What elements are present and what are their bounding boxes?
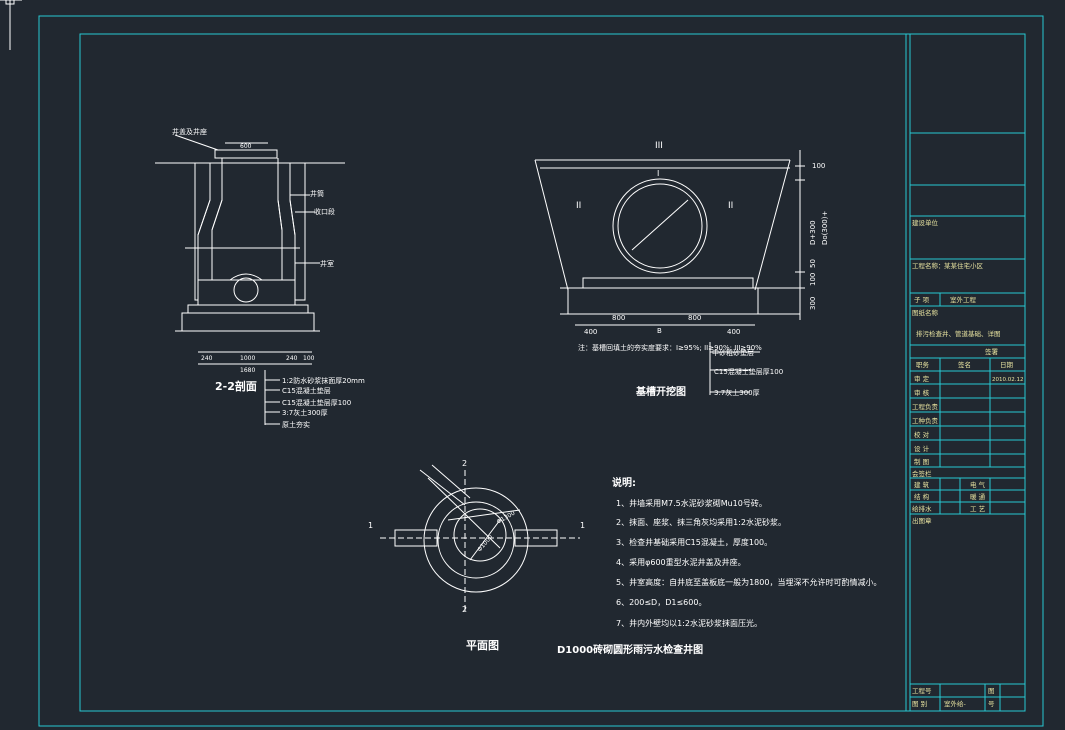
svg-text:D+300: D+300 <box>809 220 817 245</box>
svg-text:审 定: 审 定 <box>914 374 930 383</box>
svg-text:日期: 日期 <box>1000 361 1014 369</box>
svg-text:100: 100 <box>809 273 817 286</box>
svg-text:签署: 签署 <box>985 347 999 356</box>
svg-text:1:2防水砂浆抹面厚20mm: 1:2防水砂浆抹面厚20mm <box>282 376 365 385</box>
svg-text:结 构: 结 构 <box>914 492 930 501</box>
svg-text:I: I <box>657 169 659 178</box>
svg-text:工种负责: 工种负责 <box>912 416 939 425</box>
drawing-title: D1000砖砌圆形雨污水检查井图 <box>557 643 703 656</box>
svg-text:1: 1 <box>580 521 585 530</box>
plan-title: 平面图 <box>466 639 499 652</box>
svg-text:室外给-: 室外给- <box>944 699 967 708</box>
svg-text:出图章: 出图章 <box>912 516 932 525</box>
svg-text:暖 通: 暖 通 <box>970 492 986 501</box>
svg-text:800: 800 <box>612 314 625 322</box>
svg-text:图 别: 图 别 <box>912 699 927 708</box>
svg-text:图纸名称: 图纸名称 <box>912 308 939 317</box>
svg-text:1: 1 <box>368 521 373 530</box>
svg-text:号: 号 <box>988 700 995 708</box>
svg-text:100: 100 <box>812 162 825 170</box>
svg-text:7、井内外壁均以1:2水泥砂浆抹面压光。: 7、井内外壁均以1:2水泥砂浆抹面压光。 <box>616 618 762 628</box>
svg-text:1、井墙采用M7.5水泥砂浆砌Mu10号砖。: 1、井墙采用M7.5水泥砂浆砌Mu10号砖。 <box>616 498 767 508</box>
svg-text:6、200≤D，D1≤600。: 6、200≤D，D1≤600。 <box>616 598 706 607</box>
svg-text:100: 100 <box>303 355 315 362</box>
svg-text:排污检查井、管道基础、详图: 排污检查井、管道基础、详图 <box>916 329 1001 338</box>
svg-text:中砂粗砂垫层: 中砂粗砂垫层 <box>712 348 754 357</box>
svg-text:工程负责: 工程负责 <box>912 402 939 411</box>
svg-text:制 图: 制 图 <box>914 457 929 466</box>
svg-text:工 艺: 工 艺 <box>970 505 986 513</box>
sheet-outer-border <box>38 15 1044 727</box>
svg-text:240: 240 <box>286 355 298 362</box>
plan-drawing <box>380 464 580 612</box>
section-title: 2-2剖面 <box>215 379 257 393</box>
svg-text:II: II <box>728 201 733 211</box>
svg-text:C15混凝土垫层厚100: C15混凝土垫层厚100 <box>282 398 351 407</box>
svg-text:图: 图 <box>988 687 995 695</box>
svg-text:400: 400 <box>727 328 740 336</box>
svg-text:B: B <box>657 327 662 335</box>
svg-text:II: II <box>576 201 581 211</box>
svg-text:井室: 井室 <box>320 259 334 268</box>
svg-text:240: 240 <box>201 355 213 362</box>
svg-text:Φ1000: Φ1000 <box>476 533 494 553</box>
svg-text:建 筑: 建 筑 <box>914 480 930 489</box>
svg-text:收口段: 收口段 <box>314 207 335 216</box>
svg-text:设 计: 设 计 <box>914 444 930 453</box>
svg-text:建设单位: 建设单位 <box>912 218 939 227</box>
title-block <box>905 33 1026 712</box>
svg-text:井盖及井座: 井盖及井座 <box>172 127 207 136</box>
svg-text:1680: 1680 <box>240 367 255 374</box>
svg-text:600: 600 <box>240 143 252 150</box>
svg-text:电 气: 电 气 <box>970 480 986 489</box>
crosshair-cursor-icon <box>0 0 22 50</box>
svg-text:职务: 职务 <box>916 360 930 369</box>
svg-text:注：基槽回填土的夯实度要求：I≥95%; II≥90%; I: 注：基槽回填土的夯实度要求：I≥95%; II≥90%; III≥90% <box>578 343 762 352</box>
svg-text:工程名称：: 工程名称： <box>912 261 945 270</box>
svg-text:2、抹面、座浆、抹三角灰均采用1:2水泥砂浆。: 2、抹面、座浆、抹三角灰均采用1:2水泥砂浆。 <box>616 517 786 527</box>
svg-text:800: 800 <box>688 314 701 322</box>
svg-text:3:7灰土300厚: 3:7灰土300厚 <box>282 408 328 417</box>
svg-text:室外工程: 室外工程 <box>950 295 977 304</box>
svg-text:校 对: 校 对 <box>914 430 930 439</box>
title-block-text: 建设单位 工程名称： 某某住宅小区 子 项 室外工程 图纸名称 排污检查井、管道… <box>912 218 1024 708</box>
svg-text:III: III <box>655 141 663 151</box>
svg-text:3:7灰土300厚: 3:7灰土300厚 <box>714 388 760 397</box>
svg-text:3、检查井基础采用C15混凝土，厚度100。: 3、检查井基础采用C15混凝土，厚度100。 <box>616 537 772 547</box>
svg-text:5、井室高度：自井底至盖板底一般为1800，当埋深不允许时可: 5、井室高度：自井底至盖板底一般为1800，当埋深不允许时可酌情减小。 <box>616 577 881 587</box>
svg-text:2: 2 <box>462 459 467 468</box>
svg-text:原土夯实: 原土夯实 <box>282 420 310 429</box>
section-2-2-drawing <box>155 134 345 425</box>
svg-text:C15混凝土垫层厚100: C15混凝土垫层厚100 <box>714 367 783 376</box>
svg-text:签名: 签名 <box>958 360 971 369</box>
svg-text:给排水: 给排水 <box>912 504 932 513</box>
svg-text:工程号: 工程号 <box>912 686 932 695</box>
sheet-inner-border <box>79 33 1026 712</box>
svg-text:400: 400 <box>584 328 597 336</box>
svg-text:C15混凝土垫层: C15混凝土垫层 <box>282 386 331 395</box>
svg-text:会签栏: 会签栏 <box>912 469 932 478</box>
svg-text:Do(300)+: Do(300)+ <box>821 211 829 245</box>
section-text: 井盖及井座 井筒 收口段 井室 600 240 1000 240 100 168… <box>172 127 365 429</box>
trench-title: 基槽开挖图 <box>635 385 686 398</box>
svg-text:2: 2 <box>462 605 467 614</box>
svg-text:井筒: 井筒 <box>310 189 324 198</box>
trench-drawing <box>534 150 805 395</box>
svg-text:子 项: 子 项 <box>914 296 930 304</box>
notes: 说明: 1、井墙采用M7.5水泥砂浆砌Mu10号砖。 2、抹面、座浆、抹三角灰均… <box>557 476 881 656</box>
svg-text:审 核: 审 核 <box>914 388 930 397</box>
svg-text:某某住宅小区: 某某住宅小区 <box>944 261 984 270</box>
svg-text:说明:: 说明: <box>612 476 636 489</box>
svg-text:2010.02.12: 2010.02.12 <box>992 377 1024 383</box>
svg-text:50: 50 <box>809 259 817 268</box>
trench-text: III II II I 400 800 B 800 400 100 D+300 … <box>576 141 829 398</box>
svg-text:4、采用φ600重型水泥井盖及井座。: 4、采用φ600重型水泥井盖及井座。 <box>616 557 746 567</box>
svg-text:1000: 1000 <box>240 355 255 362</box>
svg-text:300: 300 <box>809 297 817 310</box>
